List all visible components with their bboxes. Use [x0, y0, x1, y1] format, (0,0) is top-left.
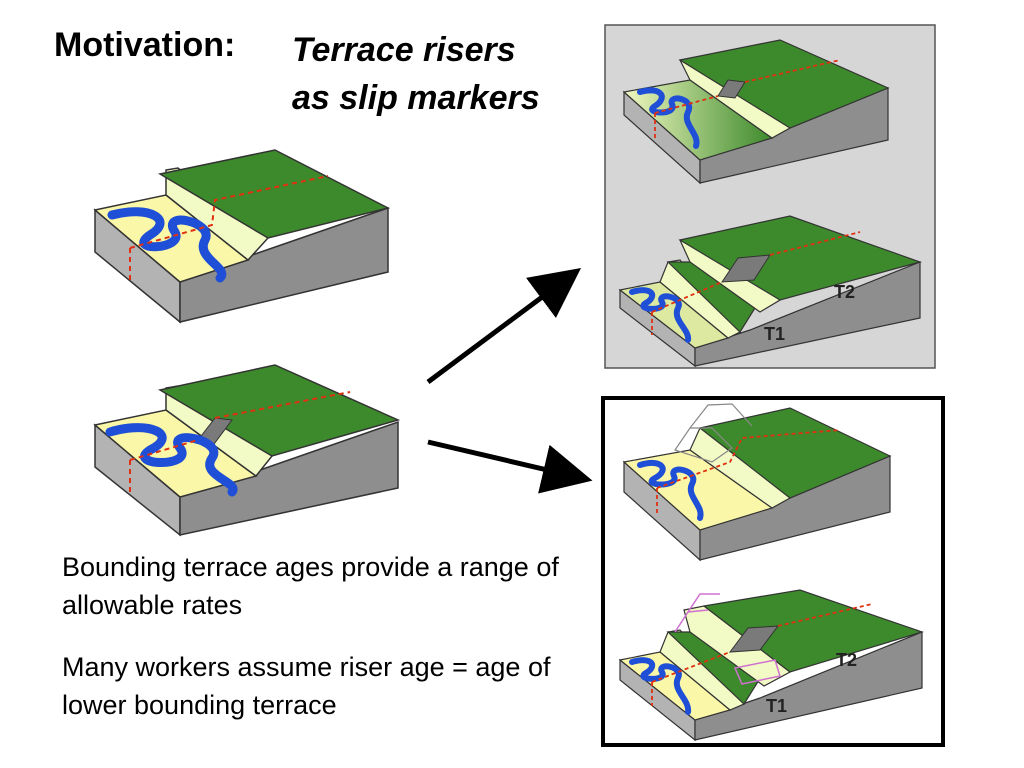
fault-trace [651, 231, 861, 335]
river [637, 87, 700, 149]
river [637, 459, 704, 521]
body-paragraph-bounding-ages: Bounding terrace ages provide a range of… [62, 552, 559, 620]
block-side-face [694, 261, 921, 367]
label-t2: T2 [834, 282, 855, 302]
panel-bottom-right: T1 T2 [601, 396, 945, 747]
fault-trace [654, 59, 841, 140]
block-side-face [694, 631, 923, 741]
fault-trace [129, 175, 329, 282]
fault-trace [129, 391, 351, 495]
slide-title: Terrace risers as slip markers [292, 26, 540, 122]
block-diagram-offset [93, 364, 401, 537]
upper-terrace-surface [698, 407, 892, 499]
river [629, 657, 692, 715]
river [107, 207, 227, 283]
slide-title-label: Motivation: [54, 26, 236, 64]
upper-terrace-surface [157, 149, 391, 239]
arrow-to-bottom-panel [427, 439, 593, 494]
fault-trace [651, 603, 873, 706]
label-t1: T1 [766, 696, 787, 716]
label-t1: T1 [764, 324, 785, 344]
arrow-to-top-panel [426, 268, 582, 385]
former-riser-outline [674, 403, 753, 463]
river [105, 423, 238, 497]
river [629, 287, 692, 343]
label-t2: T2 [836, 650, 857, 670]
slide-title-line-2: as slip markers [292, 79, 540, 117]
upper-terrace-surface [157, 364, 401, 457]
body-paragraph-riser-age: Many workers assume riser age = age of l… [62, 652, 551, 720]
former-riser-outline [674, 593, 781, 685]
panel-top-right: T1 T2 [604, 24, 936, 369]
slide-title-line-1: Terrace risers [292, 31, 516, 69]
upper-terrace-surface [678, 39, 890, 129]
upper-terrace-surface [702, 589, 924, 673]
block-diagram-initial [93, 149, 391, 324]
fault-trace [656, 429, 841, 516]
